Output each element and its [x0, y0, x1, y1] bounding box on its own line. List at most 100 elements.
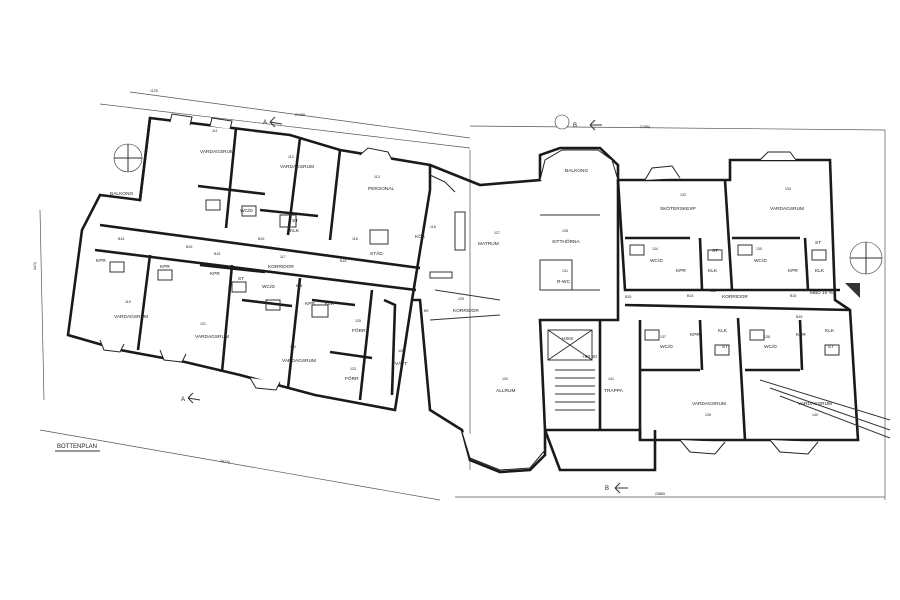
- room-label: FÖRR: [352, 327, 366, 334]
- room-label: HISS: [562, 336, 573, 342]
- door-width-mark: B15: [186, 245, 192, 249]
- right-wing: [538, 151, 891, 472]
- room-label: VARDAGSRUM: [282, 358, 316, 364]
- room-label: KPR: [96, 258, 106, 264]
- room-label: WC/D: [660, 344, 673, 350]
- dimension-top-left: 1125: [150, 89, 158, 93]
- room-number: 137: [660, 335, 666, 339]
- dimension-left-side: 4475: [33, 262, 37, 270]
- room-number: 117: [280, 255, 286, 259]
- room-label: ST: [238, 276, 244, 282]
- room-labels: VARDAGSRUM 111 VARDAGSRUM 112 PERSONAL 1…: [96, 129, 835, 417]
- room-label: FÖRR: [345, 375, 359, 382]
- room-label: VARDAGSRUM: [280, 164, 314, 170]
- room-label: SKÖTERSKEXP: [660, 205, 696, 212]
- room-label: MBD 10 %: [810, 290, 834, 296]
- section-marker-b-bottom: B: [605, 486, 609, 492]
- room-number: 138: [764, 335, 770, 339]
- room-label: KÖK: [415, 233, 426, 240]
- room-number: 132: [680, 193, 686, 197]
- room-label: R-WC: [557, 279, 571, 285]
- room-label: SITTHÖRNA: [552, 238, 581, 245]
- room-label: WC/D: [650, 258, 663, 264]
- dimension-top-left-2: 21465: [295, 113, 305, 117]
- room-label: WC/D: [240, 208, 253, 214]
- room-label: KPR: [210, 271, 220, 277]
- door-width-mark: B15: [296, 284, 302, 288]
- room-number: 111: [212, 129, 217, 133]
- room-number: 116: [430, 225, 436, 229]
- door-width-mark: B15: [258, 237, 264, 241]
- dimension-bottom-right: 23865: [655, 492, 665, 496]
- section-markers: B A A B: [181, 114, 628, 494]
- room-label: TVÄTT: [392, 360, 407, 367]
- room-number: 113: [374, 175, 380, 179]
- room-label: KPR: [690, 332, 700, 338]
- room-number: 129: [458, 297, 464, 301]
- room-label: KLK: [290, 228, 300, 234]
- room-label: BALKONG: [565, 168, 588, 174]
- room-number: 139: [705, 413, 711, 417]
- room-label: KLK: [815, 268, 825, 274]
- dimension-bottom-left: 26770: [220, 459, 231, 465]
- room-label: ST: [828, 344, 834, 350]
- room-number: 127: [494, 231, 500, 235]
- room-label: VARDAGSRUM: [200, 149, 234, 155]
- room-label: VARDAGSRUM: [195, 334, 229, 340]
- room-number: 118: [352, 237, 358, 241]
- dimension-top-right: 21984: [640, 125, 650, 129]
- room-number: 122: [290, 345, 296, 349]
- door-width-mark: B15: [687, 294, 693, 298]
- plan-title: BOTTENPLAN: [57, 444, 97, 450]
- room-label: MATRUM: [478, 241, 499, 247]
- room-number: 140: [812, 413, 818, 417]
- room-label: KPR: [160, 264, 170, 270]
- section-marker-a-top: A: [263, 120, 267, 126]
- room-label: WC/D: [754, 258, 767, 264]
- room-label: KPR: [788, 268, 798, 274]
- room-number: 133: [785, 187, 791, 191]
- room-label: VARDAGSRUM: [114, 314, 148, 320]
- room-label: KLK: [325, 301, 335, 307]
- room-number: 121: [200, 322, 206, 326]
- room-number: 128: [562, 229, 568, 233]
- room-number: 123: [350, 367, 356, 371]
- room-label: ST: [292, 218, 298, 224]
- room-label: VARDAGSRUM: [798, 401, 832, 407]
- room-label: KLK: [718, 328, 728, 334]
- room-label: WC/D: [262, 284, 275, 290]
- room-label: ALLRUM: [496, 388, 515, 394]
- room-number: 130: [502, 377, 508, 381]
- door-width-mark: B15: [796, 315, 802, 319]
- dimension-lines: [39, 91, 886, 501]
- room-label: ST: [722, 344, 728, 350]
- room-label: BALKONG: [110, 191, 133, 197]
- room-label: PERSONAL: [368, 186, 394, 192]
- room-label: KORRIDOR: [722, 294, 748, 300]
- room-number: 134: [652, 247, 658, 251]
- door-width-mark: B15: [340, 259, 346, 263]
- left-wing: [66, 113, 456, 412]
- room-label: KLK: [708, 268, 718, 274]
- room-number: 135: [756, 247, 762, 251]
- room-label: ST: [815, 240, 821, 246]
- door-width-mark: B15: [790, 294, 796, 298]
- section-marker-b-top: B: [573, 123, 577, 129]
- room-label: ST: [712, 248, 718, 254]
- room-label: STÄD: [370, 250, 383, 257]
- section-marker-a-bottom: A: [181, 397, 185, 403]
- door-width-mark: B15: [214, 252, 220, 256]
- room-label: +90.50: [582, 354, 597, 360]
- room-number: 125: [355, 319, 361, 323]
- room-label: WC/D: [764, 344, 777, 350]
- room-label: KORRIDOR: [453, 308, 479, 314]
- room-number: 141: [608, 377, 614, 381]
- room-label: KPR: [676, 268, 686, 274]
- door-width-mark: B15: [118, 237, 124, 241]
- room-label: KLK: [825, 328, 835, 334]
- door-width-mark: B9: [424, 309, 428, 313]
- room-number: 136: [710, 289, 716, 293]
- room-label: TRAPPA: [604, 388, 624, 394]
- central-hall: [412, 146, 620, 474]
